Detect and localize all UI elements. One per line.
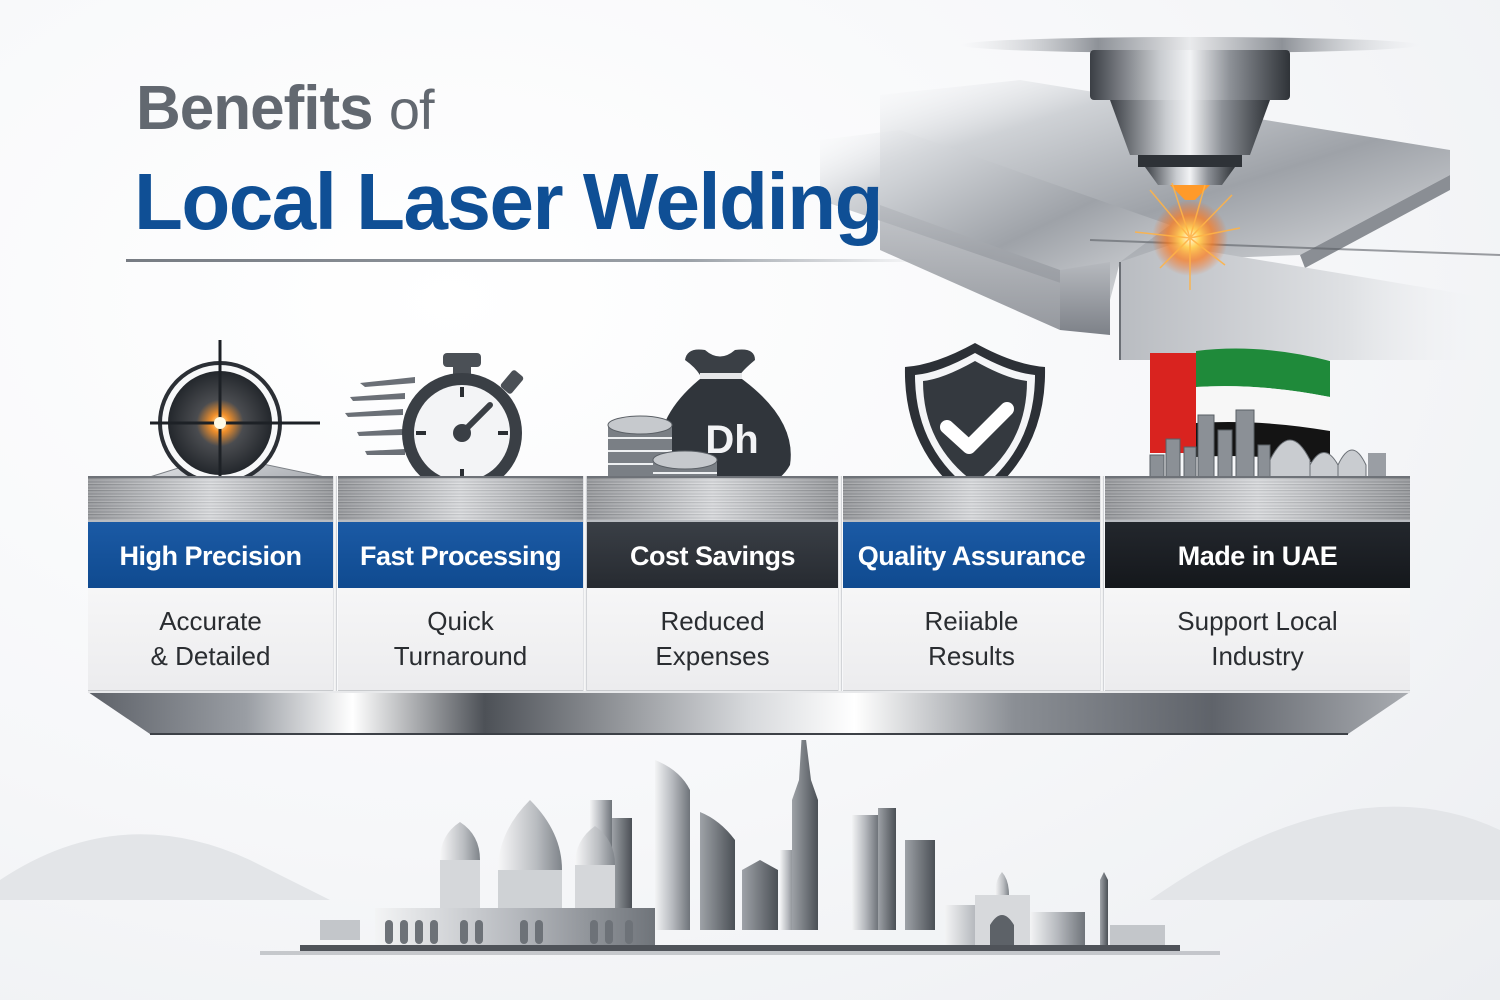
currency-dh-label: Dh xyxy=(705,418,758,462)
column-divider xyxy=(1100,476,1104,691)
benefit-description-line-2: Results xyxy=(928,641,1015,671)
benefit-description-line-2: Industry xyxy=(1211,641,1304,671)
benefit-title: Made in UAE xyxy=(1105,520,1410,590)
benefit-card-made-in-uae: Made in UAE Support Local Industry xyxy=(1105,476,1410,691)
title-underline xyxy=(126,259,926,262)
benefit-description: Accurate & Detailed xyxy=(88,588,333,691)
laser-welding-nozzle-icon xyxy=(820,37,1500,360)
benefit-card-fast-processing: Fast Processing Quick Turnaround xyxy=(338,476,583,691)
benefit-description-line-2: Expenses xyxy=(655,641,770,671)
benefit-description: Reiiable Results xyxy=(843,588,1100,691)
title-main-word: Benefits xyxy=(136,74,374,143)
benefit-title: Cost Savings xyxy=(587,520,838,590)
metal-strip xyxy=(1105,476,1410,522)
page-title-line-2: Local Laser Welding xyxy=(134,157,883,246)
benefit-description-line-1: Support Local xyxy=(1177,606,1338,636)
benefit-card-high-precision: High Precision Accurate & Detailed xyxy=(88,476,333,691)
benefit-description-line-1: Accurate xyxy=(159,606,262,636)
metal-strip xyxy=(843,476,1100,522)
benefit-title: Fast Processing xyxy=(338,520,583,590)
benefit-card-quality-assurance: Quality Assurance Reiiable Results xyxy=(843,476,1100,691)
benefit-description-line-1: Quick xyxy=(427,606,494,636)
page-title-line-1: Benefits of xyxy=(136,78,435,141)
benefit-card-cost-savings: Cost Savings Reduced Expenses xyxy=(587,476,838,691)
title-connector: of xyxy=(388,78,435,141)
column-divider xyxy=(583,476,587,691)
metal-strip xyxy=(338,476,583,522)
benefit-description-line-1: Reiiable xyxy=(924,606,1019,636)
metal-strip xyxy=(88,476,333,522)
column-divider xyxy=(333,476,337,691)
column-divider xyxy=(838,476,842,691)
stopwatch-icon xyxy=(345,353,524,493)
benefit-title: High Precision xyxy=(88,520,333,590)
benefit-description: Reduced Expenses xyxy=(587,588,838,691)
benefit-description: Quick Turnaround xyxy=(338,588,583,691)
metal-strip xyxy=(587,476,838,522)
uae-city-skyline-icon xyxy=(0,740,1500,955)
benefit-description-line-2: Turnaround xyxy=(393,641,528,671)
benefit-description-line-2: & Detailed xyxy=(150,641,271,671)
metal-base-bar xyxy=(88,691,1410,735)
benefit-title: Quality Assurance xyxy=(843,520,1100,590)
benefit-description-line-1: Reduced xyxy=(660,606,765,636)
benefit-description: Support Local Industry xyxy=(1105,588,1410,691)
shield-check-icon xyxy=(904,343,1046,505)
